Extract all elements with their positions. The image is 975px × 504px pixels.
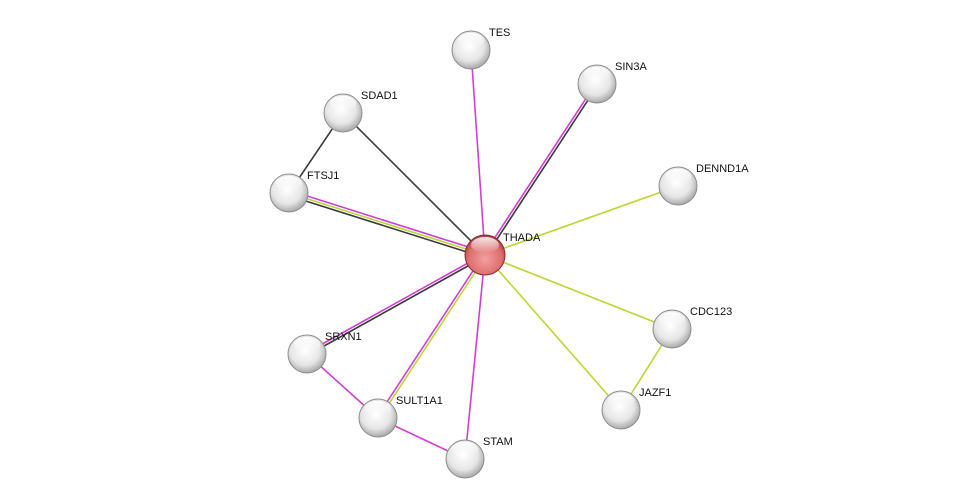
node-label: CDC123 <box>690 306 732 318</box>
node-label: SRXN1 <box>325 331 362 343</box>
node-label: STAM <box>483 436 513 448</box>
edge-thada-ftsj1[interactable] <box>287 189 487 259</box>
node-highlight <box>329 95 357 112</box>
edge-line-experiments <box>289 189 487 254</box>
node-label: SDAD1 <box>361 90 398 102</box>
node-srxn1[interactable]: SRXN1 <box>287 331 362 374</box>
node-label: FTSJ1 <box>307 170 339 182</box>
edge-thada-jazf1[interactable] <box>484 254 622 411</box>
node-thada[interactable]: THADA <box>464 232 541 276</box>
node-stam[interactable]: STAM <box>445 436 513 479</box>
edge-line-textmining <box>484 254 622 411</box>
edge-line-experiments <box>376 253 485 418</box>
edge-line-textmining <box>484 185 679 256</box>
node-cdc123[interactable]: CDC123 <box>652 306 732 349</box>
node-label: JAZF1 <box>639 387 671 399</box>
edge-line-experiments <box>483 82 597 255</box>
node-highlight <box>658 311 686 328</box>
node-label: SIN3A <box>615 61 647 73</box>
edge-thada-sin3a[interactable] <box>483 82 599 257</box>
node-label: THADA <box>503 232 541 244</box>
node-highlight <box>607 392 635 409</box>
node-highlight <box>471 237 499 253</box>
edge-line-coexpression <box>485 84 599 257</box>
edge-line-textmining <box>484 254 673 330</box>
edge-line-textmining <box>378 255 487 420</box>
node-highlight <box>275 175 303 192</box>
node-highlight <box>364 400 392 417</box>
node-sult1a1[interactable]: SULT1A1 <box>358 395 443 438</box>
edge-thada-dennd1a[interactable] <box>484 185 679 256</box>
edge-line-coexpression <box>287 194 485 259</box>
node-highlight <box>293 336 321 353</box>
edge-thada-sult1a1[interactable] <box>376 253 487 420</box>
node-dennd1a[interactable]: DENND1A <box>658 163 749 206</box>
edge-thada-sdad1[interactable] <box>342 112 486 256</box>
node-label: DENND1A <box>696 163 749 175</box>
node-sdad1[interactable]: SDAD1 <box>323 90 398 133</box>
node-label: SULT1A1 <box>396 395 443 407</box>
node-sin3a[interactable]: SIN3A <box>577 61 647 104</box>
node-highlight <box>583 66 611 83</box>
edge-line-coexpression <box>342 112 486 256</box>
node-highlight <box>457 32 485 49</box>
edge-thada-tes[interactable] <box>470 49 486 256</box>
edge-line-experiments <box>464 254 486 460</box>
node-tes[interactable]: TES <box>451 27 510 70</box>
edge-line-coexpression <box>307 255 487 356</box>
edge-thada-stam[interactable] <box>464 254 486 460</box>
edge-line-experiments <box>305 253 485 354</box>
node-highlight <box>664 168 692 185</box>
edge-thada-srxn1[interactable] <box>305 253 487 356</box>
node-highlight <box>451 441 479 458</box>
node-jazf1[interactable]: JAZF1 <box>601 387 671 430</box>
edge-line-experiments <box>470 49 486 256</box>
edge-thada-cdc123[interactable] <box>484 254 673 330</box>
edge-line-textmining <box>288 192 486 256</box>
node-ftsj1[interactable]: FTSJ1 <box>269 170 339 213</box>
node-label: TES <box>489 27 510 39</box>
